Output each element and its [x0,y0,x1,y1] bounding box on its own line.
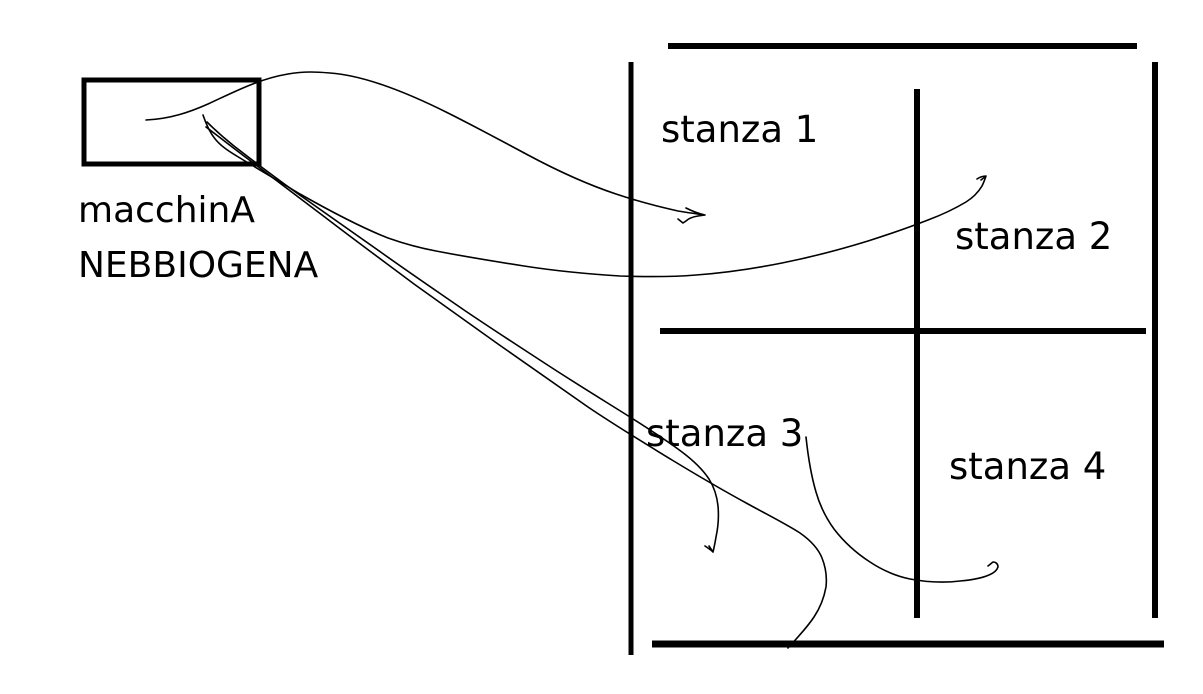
room-label-stanza-1: stanza 1 [661,108,818,151]
smoke-stream-to-stanza-3 [206,121,720,553]
smoke-stream-to-stanza-2 [202,114,987,278]
floorplan-walls [628,43,1164,655]
machine-label-line-2: NEBBIOGENA [78,245,319,286]
machine-label-line-1: macchinA [78,190,255,231]
machine-box [81,77,262,167]
room-label-stanza-3: stanza 3 [646,412,803,455]
smoke-stream-to-stanza-4 [205,126,828,649]
room-label-stanza-4: stanza 4 [949,445,1106,488]
smoke-stream-to-stanza-1 [145,71,706,224]
smoke-stream-to-stanza-4-tail [805,436,999,583]
room-label-stanza-2: stanza 2 [955,215,1112,258]
